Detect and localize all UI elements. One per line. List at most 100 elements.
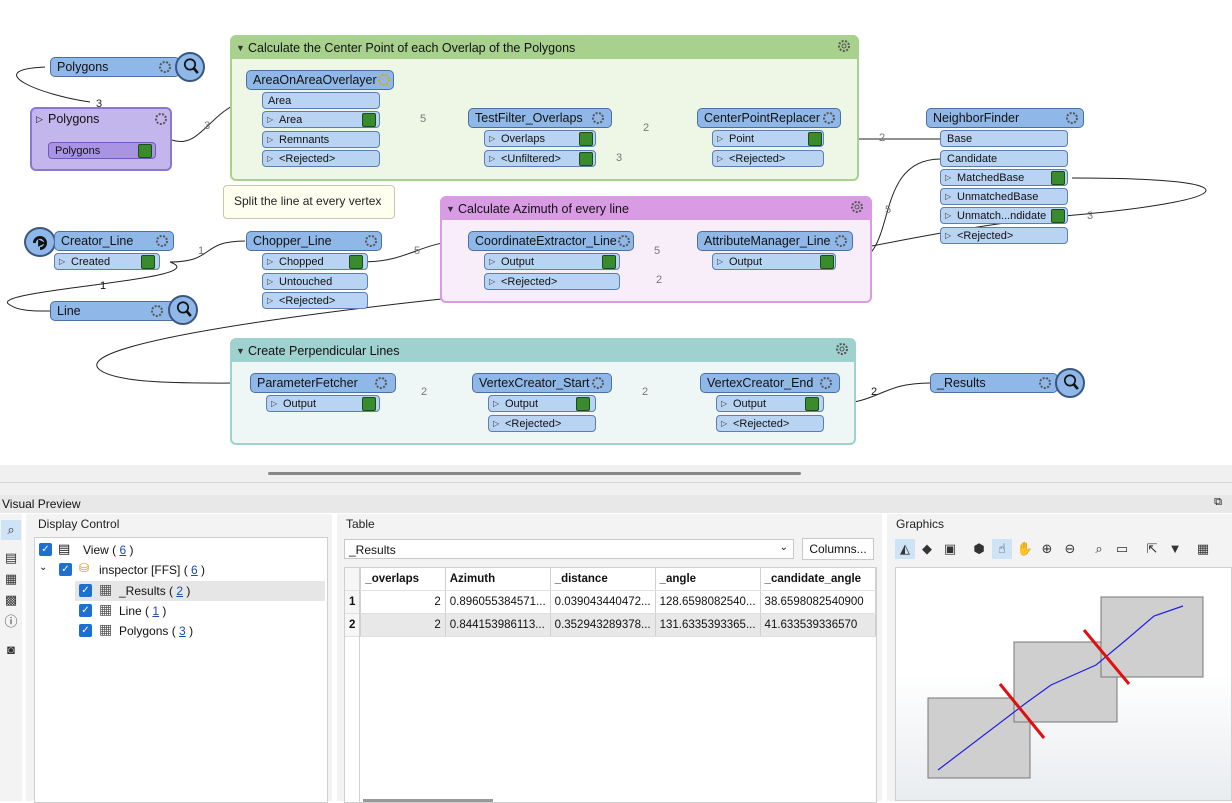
line-inspector[interactable]: Line (50, 301, 180, 321)
output-port-remnants[interactable]: ▷Remnants (262, 131, 380, 148)
testfilter-transformer[interactable]: TestFilter_Overlaps (468, 108, 612, 128)
checkbox[interactable]: ✓ (79, 584, 92, 597)
gear-icon[interactable] (818, 375, 834, 391)
inspect-features-icon[interactable]: ⌕ (1, 520, 21, 540)
output-port-output[interactable]: ▷Output (488, 395, 596, 412)
measure-icon[interactable]: ▭ (1115, 541, 1129, 556)
gear-icon[interactable] (149, 303, 165, 319)
tree-item-results[interactable]: ✓ ▦ _Results ( 2 ) (75, 581, 325, 601)
output-port-rejected[interactable]: ▷<Rejected> (716, 415, 824, 432)
polygons-port[interactable]: Polygons (48, 142, 156, 159)
gear-icon[interactable] (373, 375, 389, 391)
results-inspector[interactable]: _Results (930, 373, 1058, 393)
tree-count[interactable]: 1 (152, 604, 160, 618)
gear-icon[interactable] (157, 59, 173, 75)
inspector-icon[interactable] (1055, 368, 1085, 398)
pan-hand-icon[interactable]: ✋ (1016, 541, 1034, 556)
graphics-view-icon[interactable]: ▩ (4, 592, 18, 607)
inspect-output-icon[interactable] (820, 255, 834, 269)
vertexcreator-end-transformer[interactable]: VertexCreator_End (700, 373, 840, 393)
input-port-candidate[interactable]: Candidate (940, 150, 1068, 167)
gear-icon[interactable] (834, 341, 850, 357)
areaonarea-transformer[interactable]: AreaOnAreaOverlayer (246, 70, 394, 90)
inspect-output-icon[interactable] (805, 397, 819, 411)
collapse-icon[interactable]: ▼ (446, 204, 455, 214)
workspace-canvas[interactable]: ▼ Calculate the Center Point of each Ove… (0, 0, 1232, 465)
centerpoint-transformer[interactable]: CenterPointReplacer (697, 108, 841, 128)
inspect-output-icon[interactable] (1051, 171, 1065, 185)
bookmark-header[interactable]: ▼ Calculate the Center Point of each Ove… (232, 37, 857, 59)
camera-icon[interactable]: ◙ (7, 642, 15, 657)
map-view[interactable] (895, 567, 1232, 801)
inspect-output-icon[interactable] (362, 397, 376, 411)
column-header[interactable]: _angle (655, 568, 761, 591)
output-port-rejected[interactable]: ▷<Rejected> (484, 273, 620, 290)
polygons-reader[interactable]: Polygons (50, 57, 180, 77)
inspect-output-icon[interactable] (138, 144, 152, 158)
bookmark-header[interactable]: ▼ Create Perpendicular Lines (232, 340, 854, 362)
creator-transformer[interactable]: Creator_Line (54, 231, 174, 251)
gear-icon[interactable] (153, 111, 169, 127)
output-port-untouched[interactable]: ▷Untouched (262, 273, 368, 290)
output-port-rejected[interactable]: ▷<Rejected> (488, 415, 596, 432)
inspect-output-icon[interactable] (808, 132, 822, 146)
chevron-down-icon[interactable]: ⌄ (39, 562, 48, 573)
select-icon[interactable]: ☝ (992, 539, 1012, 559)
checkbox[interactable]: ✓ (39, 543, 52, 556)
inspect-output-icon[interactable] (1051, 209, 1065, 223)
polygon-shape[interactable] (1013, 641, 1118, 723)
attributemanager-transformer[interactable]: AttributeManager_Line (697, 231, 853, 251)
chevron-down-icon[interactable]: ⌄ (779, 542, 788, 553)
output-port-rejected[interactable]: ▷<Rejected> (262, 292, 368, 309)
output-port-output[interactable]: ▷Output (266, 395, 380, 412)
select-arrow-icon[interactable]: ⇱ (1146, 541, 1158, 556)
info-icon[interactable]: ⓘ (4, 614, 18, 629)
output-port-rejected[interactable]: ▷<Rejected> (262, 150, 380, 167)
vertexcreator-start-transformer[interactable]: VertexCreator_Start (472, 373, 612, 393)
gear-icon[interactable] (590, 375, 606, 391)
gear-icon[interactable] (590, 110, 606, 126)
output-port-created[interactable]: ▷Created (54, 253, 160, 270)
gear-icon[interactable] (376, 72, 392, 88)
gear-icon[interactable] (1064, 110, 1080, 126)
checkbox[interactable]: ✓ (79, 604, 92, 617)
inspect-output-icon[interactable] (579, 132, 593, 146)
column-header[interactable]: _overlaps (360, 568, 446, 591)
output-port-output[interactable]: ▷Output (716, 395, 824, 412)
layer-icon[interactable]: ◆ (922, 541, 932, 556)
gear-icon[interactable] (1037, 375, 1053, 391)
inspect-output-icon[interactable] (349, 255, 363, 269)
tree-count[interactable]: 6 (191, 563, 198, 577)
gear-icon[interactable] (363, 233, 379, 249)
gear-icon[interactable] (836, 38, 852, 54)
collapse-icon[interactable]: ▼ (236, 43, 245, 53)
data-table[interactable]: _overlaps Azimuth _distance _angle _cand… (344, 567, 877, 803)
table-row[interactable]: 2 2 0.844153986113... 0.352943289378... … (345, 613, 876, 637)
output-port-point[interactable]: ▷Point (712, 130, 824, 147)
inspect-output-icon[interactable] (362, 113, 376, 127)
input-port-area[interactable]: Area (262, 92, 380, 109)
gear-icon[interactable] (849, 199, 865, 215)
table-view-icon[interactable]: ▦ (4, 571, 18, 586)
tree-count[interactable]: 6 (119, 543, 127, 557)
tree-count[interactable]: 2 (176, 584, 184, 598)
zoom-extent-icon[interactable]: ⌕ (1095, 541, 1103, 556)
checkbox[interactable]: ✓ (59, 563, 72, 576)
inspect-output-icon[interactable] (602, 255, 616, 269)
output-port-unfiltered[interactable]: ▷<Unfiltered> (484, 150, 596, 167)
output-port-rejected[interactable]: ▷<Rejected> (940, 227, 1068, 244)
output-port-chopped[interactable]: ▷Chopped (262, 253, 368, 270)
coordinateextractor-transformer[interactable]: CoordinateExtractor_Line (468, 231, 634, 251)
output-port-output[interactable]: ▷Output (712, 253, 836, 270)
output-port-overlaps[interactable]: ▷Overlaps (484, 130, 596, 147)
zoom-in-icon[interactable]: ⊕ (1041, 541, 1053, 556)
frame-icon[interactable]: ▣ (943, 541, 957, 556)
perpendicular-cut-line[interactable] (998, 683, 1046, 739)
output-port-area[interactable]: ▷Area (262, 111, 380, 128)
collapse-icon[interactable]: ▼ (236, 346, 245, 356)
output-port-unmatchedbase[interactable]: ▷UnmatchedBase (940, 188, 1068, 205)
output-port-output[interactable]: ▷Output (484, 253, 620, 270)
horizontal-scrollbar[interactable] (268, 472, 801, 475)
checkbox[interactable]: ✓ (79, 624, 92, 637)
polygons-feature-type[interactable]: ▷ Polygons Polygons (30, 107, 172, 171)
